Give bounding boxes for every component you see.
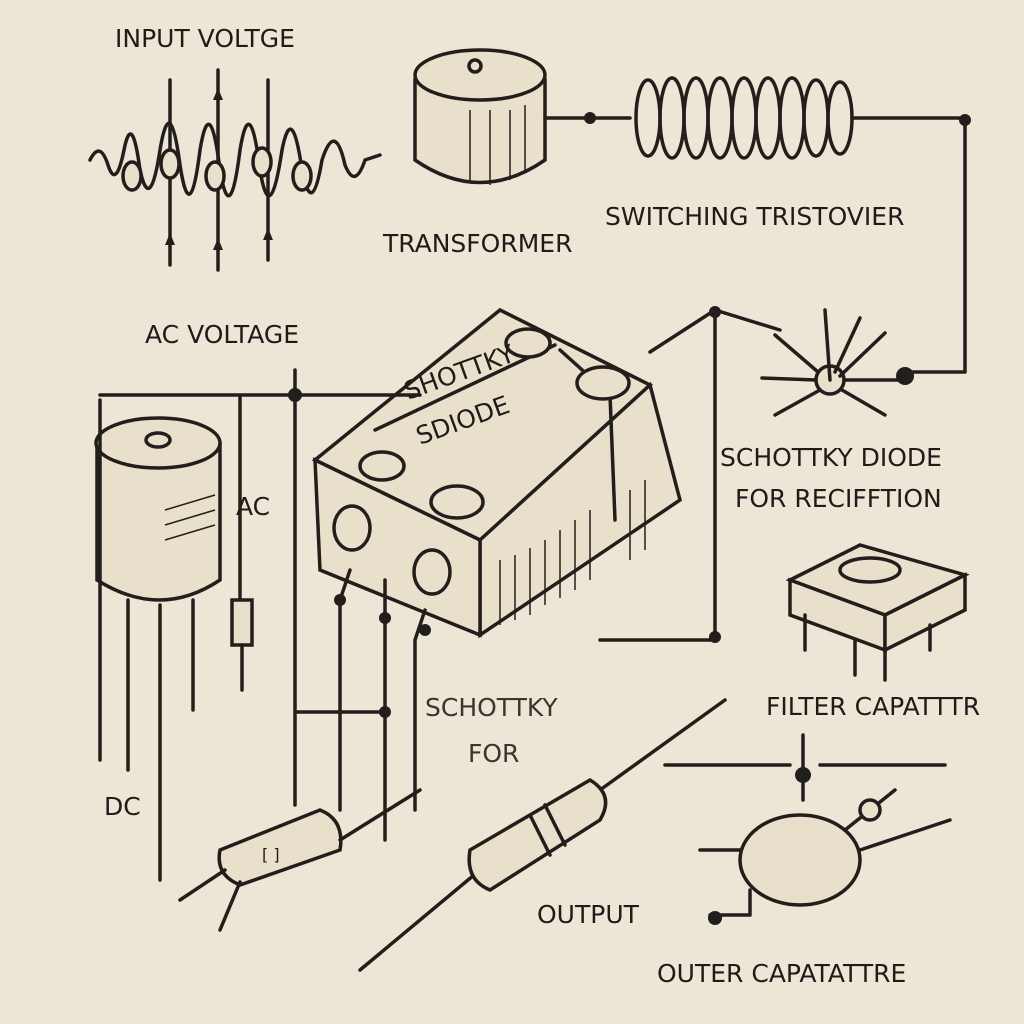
resistor-component <box>358 698 727 972</box>
capacitor-left <box>94 398 222 882</box>
switching-component <box>598 306 914 643</box>
label-schottky-line1: SCHOTTKY <box>425 693 558 722</box>
transformer-drawing <box>413 48 632 185</box>
label-ac-voltage: AC VOLTAGE <box>145 320 299 349</box>
diode-marking: [ ] <box>262 845 280 864</box>
label-filter-capacitor: FILTER CAPATTTR <box>766 692 980 721</box>
label-schottky-diode-line2: FOR RECIFFTION <box>735 484 942 513</box>
label-outer-capacitor: OUTER CAPATATTRE <box>657 959 906 988</box>
filter-capacitor-component <box>785 543 970 682</box>
label-schottky-line2: FOR <box>468 739 519 768</box>
label-switching-transistor: SWITCHING TRISTOVIER <box>605 202 904 231</box>
output-capacitor-component <box>663 733 952 925</box>
schottky-diode-block: SHOTTKY SDIODE <box>311 307 683 842</box>
input-waveform <box>88 68 382 272</box>
diode-component: [ ] <box>178 788 422 932</box>
label-ac: AC <box>236 492 270 521</box>
small-resistor <box>230 598 254 647</box>
label-dc: DC <box>104 792 141 821</box>
label-transformer: TRANSFORMER <box>382 229 572 258</box>
wires <box>98 368 422 807</box>
label-output: OUTPUT <box>537 900 640 929</box>
label-input-voltage: INPUT VOLTGE <box>115 24 295 53</box>
inductor-coil <box>634 76 971 374</box>
label-schottky-diode-line1: SCHOTTKY DIODE <box>720 443 942 472</box>
